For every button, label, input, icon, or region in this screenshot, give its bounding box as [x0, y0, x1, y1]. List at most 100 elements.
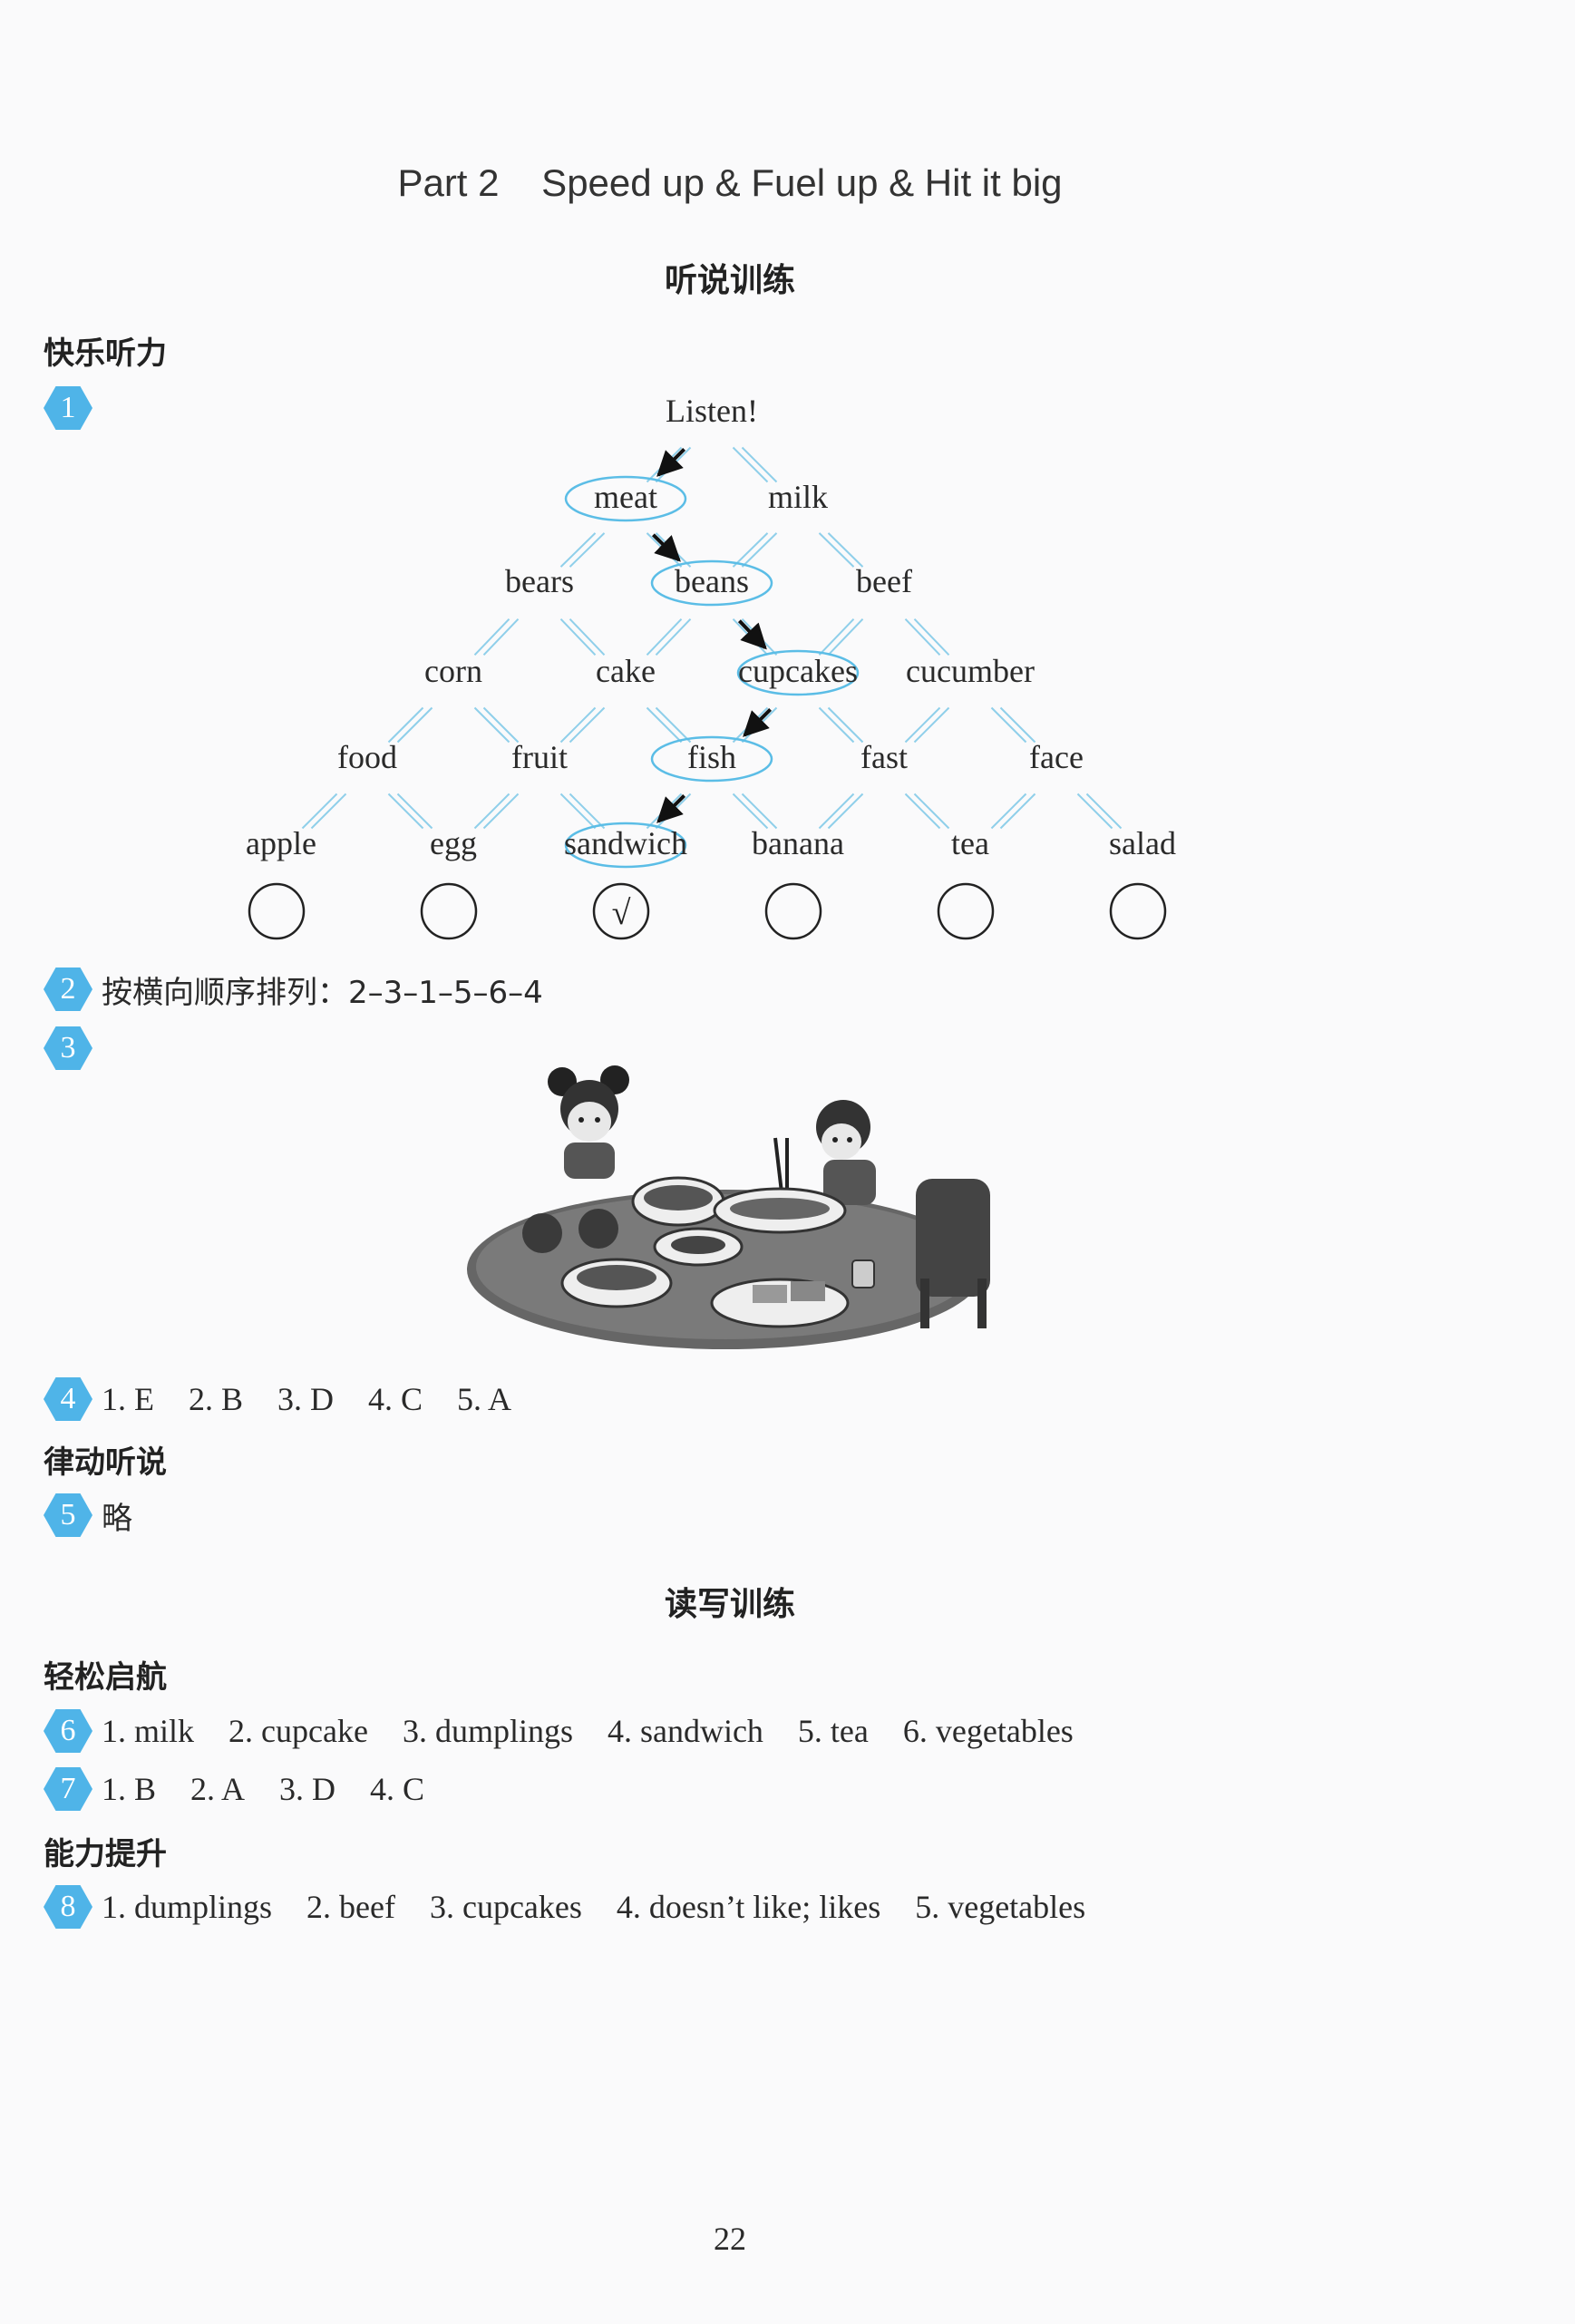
answer-item: 2. cupcake: [228, 1713, 368, 1749]
answer-item: 5. A: [457, 1381, 512, 1417]
pyramid-connector-line: [913, 618, 950, 656]
question-number-badge: 8: [44, 1885, 92, 1929]
page-title: Part 2 Speed up & Fuel up & Hit it big: [397, 161, 1063, 204]
pyramid-connector-line: [569, 532, 606, 568]
pyramid-connector-line: [482, 792, 520, 830]
answer-item: 1. E: [102, 1381, 154, 1417]
pyramid-connector-line: [387, 706, 424, 744]
path-word-oval: [736, 649, 860, 696]
pyramid-word: banana: [752, 825, 844, 861]
path-arrow: [656, 793, 686, 823]
question-1: 1: [44, 385, 102, 431]
pyramid-connector-line: [732, 706, 769, 744]
path-word-oval: [564, 822, 687, 869]
answer-circle: [1109, 882, 1167, 940]
answer-circle: [248, 882, 306, 940]
pyramid-connector-line: [1085, 792, 1123, 830]
answer-item: 5. tea: [797, 1713, 869, 1749]
pyramid-word: cupcakes: [738, 653, 858, 689]
question-number-badge: 4: [44, 1377, 92, 1421]
pyramid-connector-line: [473, 706, 510, 744]
answer-item: 3. dumplings: [402, 1713, 573, 1749]
answer-item: 2. A: [190, 1771, 246, 1807]
question-number-badge: 7: [44, 1767, 92, 1811]
pyramid-word: cake: [596, 653, 656, 689]
subheading-rhythm-listening: 律动听说: [44, 1444, 167, 1481]
question-number-badge: 1: [44, 386, 92, 430]
answer-item: 2. B: [189, 1381, 244, 1417]
check-mark: √: [612, 894, 631, 932]
subheading-ability-up: 能力提升: [44, 1836, 167, 1872]
pyramid-connector-line: [559, 618, 597, 656]
pyramid-word: fruit: [511, 739, 568, 775]
page-number: 22: [714, 2221, 746, 2257]
question-6: 6 1. milk 2. cupcake 3. dumplings 4. san…: [44, 1708, 1108, 1754]
pyramid-connector-line: [655, 706, 692, 744]
pyramid-connector-line: [818, 706, 855, 744]
question-number-badge: 6: [44, 1709, 92, 1753]
answer-item: 4. sandwich: [607, 1713, 763, 1749]
answer-item: 4. C: [368, 1381, 423, 1417]
pyramid-connector-line: [741, 706, 778, 744]
answer-circle: [420, 882, 478, 940]
path-arrow: [652, 533, 681, 562]
pyramid-connector-line: [387, 792, 424, 830]
question-2-answer: 按横向顺序排列：2–3–1–5–6–4: [102, 974, 543, 1011]
answer-item: 5. vegetables: [915, 1889, 1086, 1925]
pyramid-connector-line: [913, 706, 950, 744]
pyramid-connector-line: [741, 532, 778, 568]
pyramid-connector-line: [827, 532, 864, 568]
question-8: 8 1. dumplings 2. beef 3. cupcakes 4. do…: [44, 1884, 1120, 1930]
answer-item: 4. C: [370, 1771, 425, 1807]
question-2: 2 按横向顺序排列：2–3–1–5–6–4: [44, 967, 543, 1012]
pyramid-word: corn: [424, 653, 482, 689]
pyramid-word: salad: [1109, 825, 1176, 861]
path-arrow: [743, 707, 773, 737]
answer-item: 6. vegetables: [902, 1713, 1074, 1749]
pyramid-connector-line: [732, 618, 769, 656]
pyramid-connector-line: [990, 792, 1027, 830]
pyramid-word: apple: [246, 825, 316, 861]
pyramid-connector-line: [818, 792, 855, 830]
path-word-oval: [650, 559, 773, 607]
pyramid-connector-line: [818, 532, 855, 568]
pyramid-connector-line: [1076, 792, 1113, 830]
path-word-oval: [564, 475, 687, 522]
pyramid-connector-line: [310, 792, 347, 830]
answer-item: 1. milk: [102, 1713, 195, 1749]
subheading-happy-listening: 快乐听力: [44, 335, 167, 372]
pyramid-connector-line: [655, 532, 692, 568]
pyramid-connector-line: [904, 706, 941, 744]
pyramid-word: sandwich: [564, 825, 687, 861]
pyramid-word: bears: [505, 563, 574, 599]
path-word-oval: [650, 735, 773, 783]
pyramid-connector-line: [732, 792, 769, 830]
pyramid-connector-line: [396, 792, 433, 830]
pyramid-connector-line: [741, 446, 778, 483]
answer-item: 1. dumplings: [102, 1889, 273, 1925]
question-5-answer: 略: [102, 1500, 132, 1537]
pyramid-connector-line: [569, 706, 606, 744]
pyramid-word: egg: [430, 825, 477, 861]
pyramid-connector-line: [655, 792, 692, 830]
pyramid-connector-line: [655, 446, 692, 483]
pyramid-connector-line: [301, 792, 338, 830]
pyramid-word: cucumber: [906, 653, 1035, 689]
pyramid-connector-line: [818, 618, 855, 656]
question-number-badge: 2: [44, 968, 92, 1011]
pyramid-word: food: [337, 739, 397, 775]
path-arrow: [656, 447, 686, 477]
pyramid-word: beans: [675, 563, 749, 599]
pyramid-connector-line: [646, 792, 683, 830]
question-number-badge: 5: [44, 1493, 92, 1537]
pyramid-connector-line: [827, 706, 864, 744]
pyramid-connector-line: [904, 792, 941, 830]
answer-item: 3. cupcakes: [429, 1889, 582, 1925]
pyramid-connector-line: [732, 532, 769, 568]
pyramid-word: fish: [687, 739, 736, 775]
answer-item: 4. doesn’t like; likes: [616, 1889, 881, 1925]
question-3: 3: [44, 1026, 102, 1071]
subheading-easy-start: 轻松启航: [44, 1659, 167, 1696]
answer-circle: [937, 882, 995, 940]
